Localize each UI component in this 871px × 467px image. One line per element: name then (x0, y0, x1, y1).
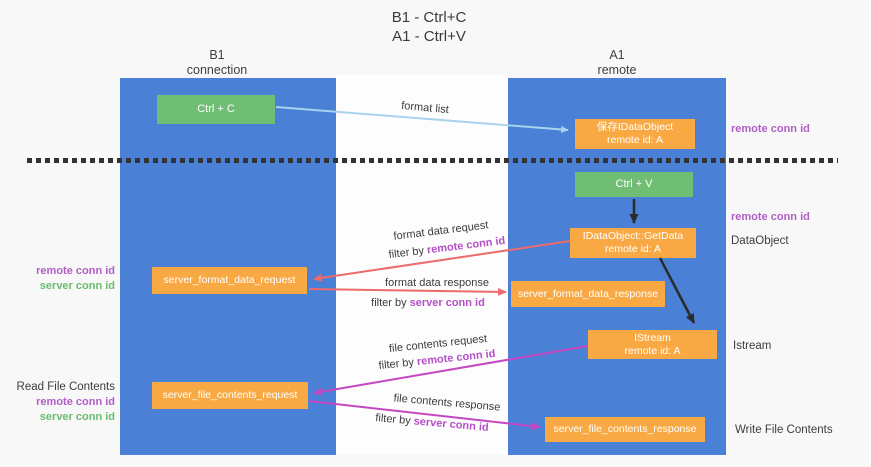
node-server-format-data-request: server_format_data_request (152, 267, 307, 294)
node-server-format-data-response-label: server_format_data_response (517, 287, 659, 300)
node-istream-line1: IStream (634, 331, 671, 344)
column-header-a1-line1: A1 (609, 48, 625, 62)
column-header-b1-line2: connection (186, 63, 248, 77)
node-ctrl-c-label: Ctrl + C (197, 103, 235, 115)
node-server-file-contents-response-label: server_file_contents_response (553, 423, 697, 435)
node-istream-line2: remote id: A (624, 344, 681, 357)
node-idataobject-getdata-line1: IDataObject::GetData (582, 230, 684, 242)
column-header-a1-line2: remote (597, 63, 637, 77)
node-idataobject-getdata-line2: remote id: A (604, 243, 662, 255)
node-server-file-contents-request: server_file_contents_request (152, 382, 308, 409)
node-server-file-contents-response: server_file_contents_response (545, 417, 705, 442)
title-line-2: A1 - Ctrl+V (392, 28, 466, 45)
edge-label-format-data-response: format data response (385, 277, 489, 289)
title-line-1: B1 - Ctrl+C (391, 9, 467, 26)
node-save-idataobject-line2: remote id: A (606, 134, 664, 146)
node-save-idataobject: 保存IDataObject remote id: A (575, 119, 695, 149)
diagram-title: B1 - Ctrl+C A1 - Ctrl+V (392, 8, 467, 46)
node-ctrl-v-label: Ctrl + V (615, 178, 653, 190)
annotation-remote-conn-id-top: remote conn id (731, 123, 810, 135)
column-header-b1: B1 connection (187, 48, 247, 78)
annotation-server-conn-id-left-mid: server conn id (39, 280, 115, 292)
node-ctrl-v: Ctrl + V (575, 172, 693, 197)
node-ctrl-c: Ctrl + C (157, 95, 275, 124)
column-header-b1-line1: B1 (209, 48, 225, 62)
node-server-file-contents-request-label: server_file_contents_request (162, 389, 298, 401)
node-server-format-data-request-label: server_format_data_request (163, 274, 296, 286)
node-idataobject-getdata: IDataObject::GetData remote id: A (570, 228, 696, 258)
node-istream: IStream remote id: A (588, 330, 717, 359)
phase-divider-dashed-line (27, 158, 838, 163)
annotation-remote-conn-id-left-bottom: remote conn id (36, 396, 115, 408)
annotation-istream: Istream (733, 340, 772, 352)
column-header-a1: A1 remote (598, 48, 637, 78)
annotation-remote-conn-id-left-mid: remote conn id (36, 265, 115, 277)
server-conn-id-text: server conn id (409, 297, 485, 309)
annotation-write-file-contents: Write File Contents (735, 424, 833, 436)
annotation-dataobject: DataObject (731, 235, 789, 247)
annotation-remote-conn-id-mid: remote conn id (731, 211, 810, 223)
node-save-idataobject-line1: 保存IDataObject (596, 121, 674, 133)
annotation-read-file-contents: Read File Contents (16, 381, 115, 393)
filter-by-text: filter by (371, 297, 407, 309)
node-server-format-data-response: server_format_data_response (511, 281, 665, 307)
annotation-server-conn-id-left-bottom: server conn id (39, 411, 115, 423)
